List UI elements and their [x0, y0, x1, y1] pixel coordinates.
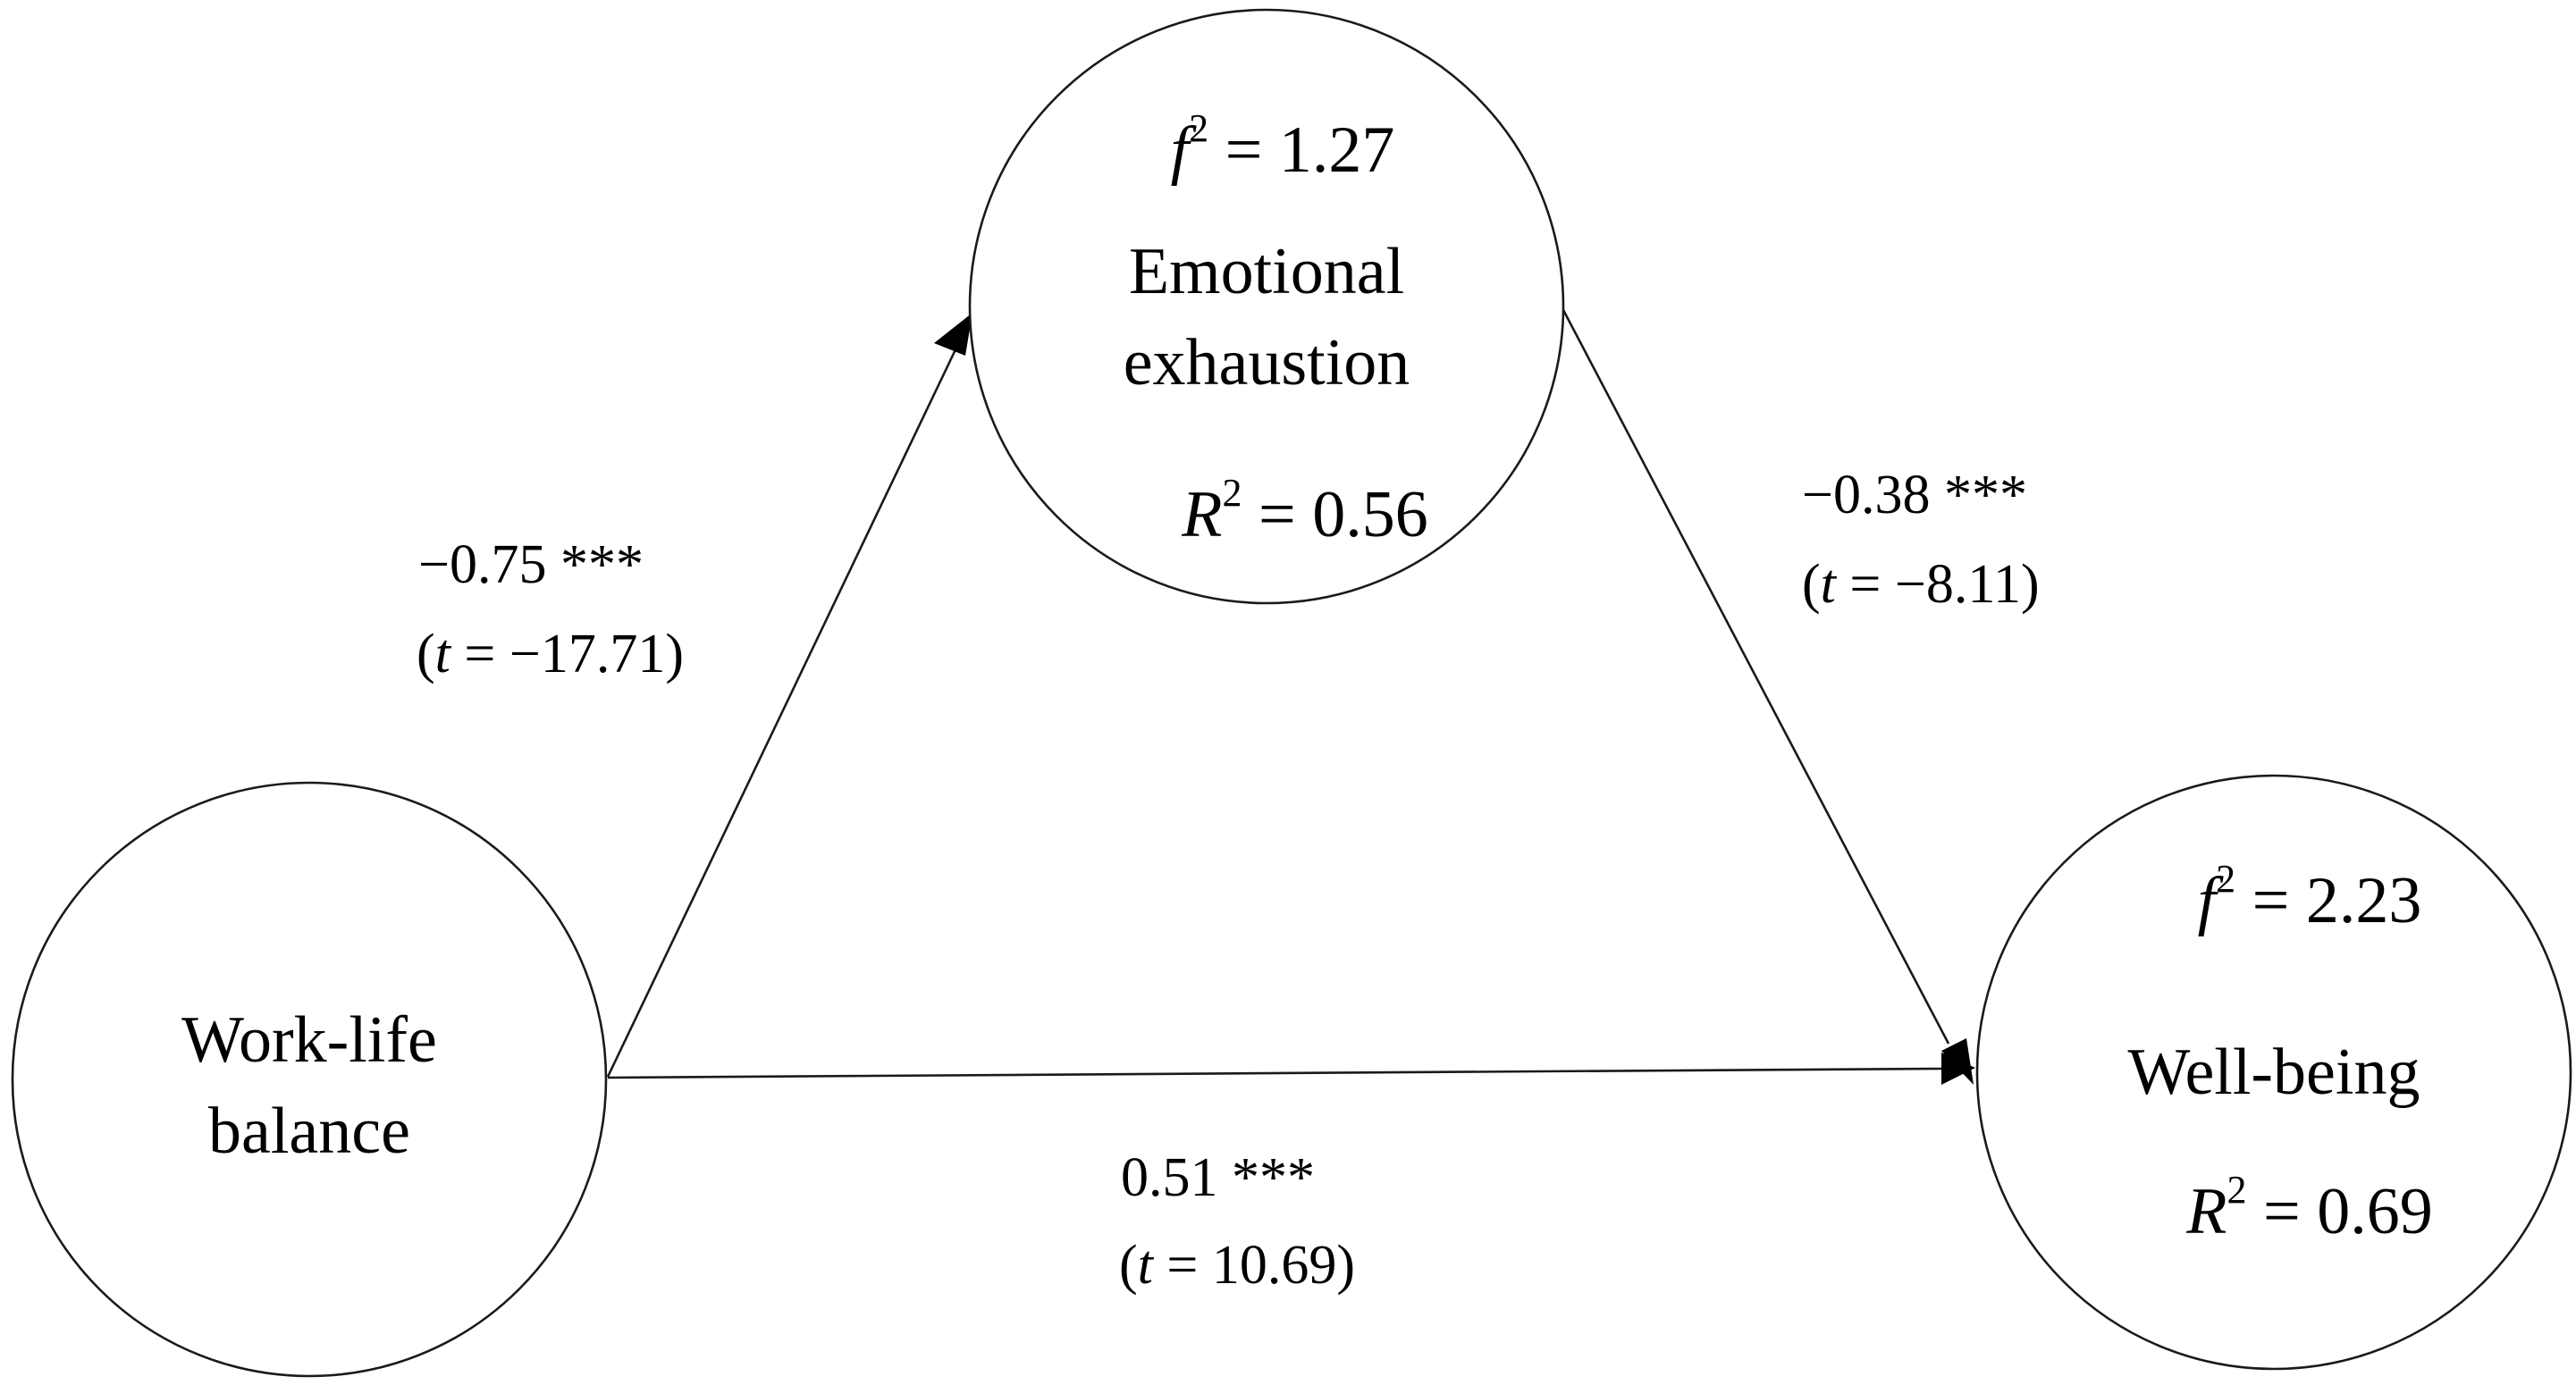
r-squared-well-being: R2 = 0.69: [2185, 1168, 2432, 1248]
path-t-value-ee-to-wb: (t = −8.11): [1802, 554, 2040, 615]
effect-size-well-being: f2 = 2.23: [2198, 857, 2422, 937]
path-t-value-wlb-to-wb: (t = 10.69): [1119, 1235, 1355, 1296]
path-t-value-wlb-to-ee: (t = −17.71): [417, 624, 684, 684]
node-circle-emotional-exhaustion: [968, 8, 1565, 605]
arrowhead-wlb-to-wb: [1941, 1053, 1975, 1085]
node-work-life-balance: Work-life balance: [11, 781, 608, 1378]
path-coefficient-ee-to-wb: −0.38 ***: [1802, 465, 2027, 525]
node-circle-work-life-balance: [11, 781, 608, 1378]
path-line-ee-to-wb: [1561, 307, 1950, 1045]
node-label-well-being: Well-being: [2128, 1036, 2420, 1109]
path-coefficient-wlb-to-ee: −0.75 ***: [418, 534, 644, 595]
r-squared-emotional-exhaustion: R2 = 0.56: [1181, 471, 1427, 551]
path-coefficient-wlb-to-wb: 0.51 ***: [1121, 1147, 1315, 1208]
node-label-emotional-exhaustion-line1: Emotional: [1129, 235, 1404, 308]
effect-size-emotional-exhaustion: f2 = 1.27: [1171, 106, 1395, 187]
path-line-wlb-to-wb: [607, 1067, 1942, 1079]
node-label-work-life-balance-line1: Work-life: [181, 1003, 437, 1077]
node-label-work-life-balance-line2: balance: [208, 1095, 410, 1168]
arrowhead-wlb-to-ee: [934, 313, 972, 356]
node-circle-well-being: [1975, 774, 2572, 1371]
node-well-being: f2 = 2.23 Well-being R2 = 0.69: [1975, 774, 2572, 1371]
path-line-wlb-to-ee: [606, 343, 960, 1078]
node-label-emotional-exhaustion-line2: exhaustion: [1124, 326, 1410, 399]
node-emotional-exhaustion: f2 = 1.27 Emotional exhaustion R2 = 0.56: [968, 8, 1565, 605]
